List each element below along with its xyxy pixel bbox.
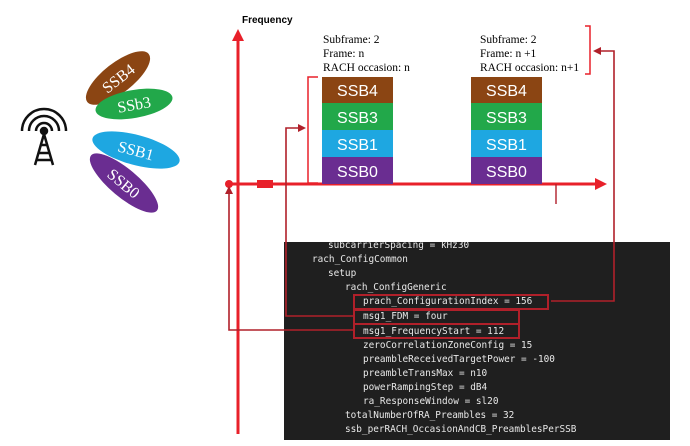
code-line-power-ramping-step: powerRampingStep = dB4 xyxy=(363,382,488,393)
ssb-block-ssb1-label: SSB1 xyxy=(486,137,527,154)
ssb-block-ssb0-label: SSB0 xyxy=(486,164,527,181)
ssb-block-ssb0-label: SSB0 xyxy=(337,164,378,181)
beam-ssb1: SSB1 xyxy=(92,131,180,169)
occasion-n-frame: Frame: n xyxy=(323,48,364,60)
ssb-block-ssb4 xyxy=(471,77,542,103)
beam-ssb3: SSb3 xyxy=(95,88,173,120)
code-line-msg1-fdm: msg1_FDM = four xyxy=(363,311,448,322)
highlight-msg1-frequency-start xyxy=(353,323,520,339)
code-line-msg1-frequency-start: msg1_FrequencyStart = 112 xyxy=(363,326,505,337)
antenna-tower-icon xyxy=(20,107,68,166)
code-line-preamble-target-power: preambleReceivedTargetPower = -100 xyxy=(363,354,555,365)
code-line-zero-correlation: zeroCorrelationZoneConfig = 15 xyxy=(363,340,533,351)
code-line-ssb-per-rach: ssb_perRACH_OccasionAndCB_PreamblesPerSS… xyxy=(345,424,577,435)
occasion-n-bracket xyxy=(307,76,318,184)
code-line-preamble-trans-max: preambleTransMax = n10 xyxy=(363,368,488,379)
code-line-ra-response-window: ra_ResponseWindow = sl20 xyxy=(363,396,499,407)
ssb-block-ssb3-label: SSB3 xyxy=(337,110,378,127)
code-line-rach-config-common: rach_ConfigCommon xyxy=(312,254,408,265)
code-line-prach-config-index: prach_ConfigurationIndex = 156 xyxy=(363,296,533,307)
code-line-rach-config-generic: rach_ConfigGeneric xyxy=(345,282,447,293)
highlight-prach-config-index xyxy=(353,294,549,310)
ssb-block-ssb4-label: SSB4 xyxy=(337,83,378,100)
time-axis-origin-dot xyxy=(225,180,233,188)
ssb-block-ssb1-label: SSB1 xyxy=(337,137,378,154)
beam-ssb0: SSB0 xyxy=(89,153,159,213)
occasion-n-subframe: Subframe: 2 xyxy=(323,34,380,46)
occasion-n1-rach: RACH occasion: n+1 xyxy=(480,62,579,74)
ssb-block-ssb3 xyxy=(471,103,542,130)
ssb-block-ssb1 xyxy=(471,130,542,157)
beam-ssb3-label: SSb3 xyxy=(116,94,152,117)
occasion-n-header: Subframe: 2 Frame: n RACH occasion: n xyxy=(323,34,410,74)
frequency-axis-arrowhead xyxy=(232,29,244,41)
time-axis-arrowhead xyxy=(595,178,607,190)
occasion-n1-header: Subframe: 2 Frame: n +1 RACH occasion: n… xyxy=(480,34,579,74)
occasion-n1-subframe: Subframe: 2 xyxy=(480,34,537,46)
ssb-block-ssb4 xyxy=(322,77,393,103)
ssb-stack-n1: SSB4 SSB3 SSB1 SSB0 xyxy=(471,77,542,184)
ssb-block-ssb4-label: SSB4 xyxy=(486,83,527,100)
ssb-block-ssb3-label: SSB3 xyxy=(486,110,527,127)
prach-marker xyxy=(257,180,273,188)
code-line-setup: setup xyxy=(328,268,357,279)
frequency-axis-label: Frequency xyxy=(242,15,293,26)
config-code-panel: subcarrierSpacing = kHz30 rach_ConfigCom… xyxy=(284,242,670,440)
ssb-block-ssb3 xyxy=(322,103,393,130)
code-line-subcarrier-spacing: subcarrierSpacing = kHz30 xyxy=(328,242,470,251)
code-line-total-ra-preambles: totalNumberOfRA_Preambles = 32 xyxy=(345,410,515,421)
occasion-n1-bracket xyxy=(585,25,591,75)
occasion-n-rach: RACH occasion: n xyxy=(323,62,410,74)
occasion-n1-frame: Frame: n +1 xyxy=(480,48,537,60)
ssb-stack-n: SSB4 SSB3 SSB1 SSB0 xyxy=(322,77,393,184)
ssb-block-ssb0 xyxy=(471,157,542,184)
